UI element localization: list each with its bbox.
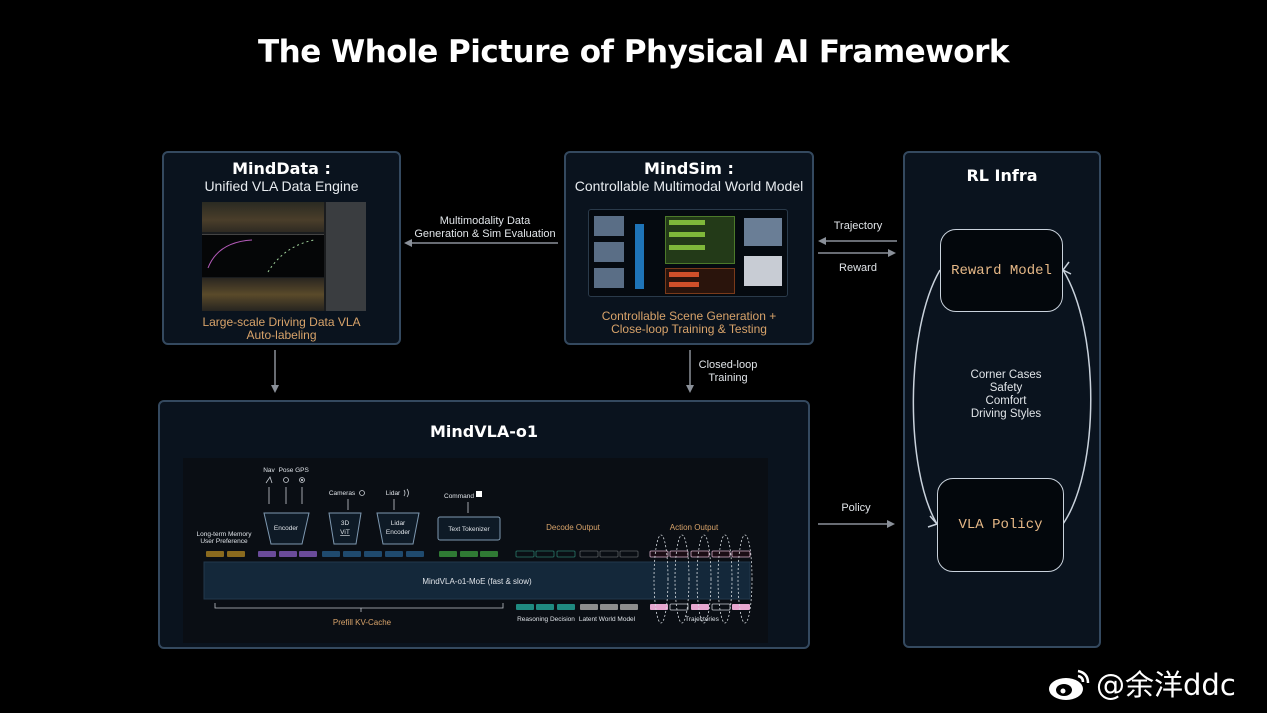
svg-text:User Preference: User Preference (200, 538, 248, 545)
weibo-watermark: @余洋ddc (1046, 663, 1236, 703)
trajectory-label: Trajectory (833, 220, 883, 232)
mindsim-caption: Controllable Scene Generation + Close-lo… (601, 309, 777, 336)
command-icon (476, 491, 482, 497)
action-grouping-ellipse (737, 534, 753, 624)
decode-output-label: Decode Output (546, 523, 601, 532)
action-grouping-ellipse (674, 534, 690, 624)
action-grouping-ellipse (653, 534, 669, 624)
decode-token (556, 550, 576, 558)
text-tokenizer-block (437, 516, 501, 541)
svg-text:Encoder: Encoder (274, 525, 299, 532)
moe-block (203, 561, 751, 600)
pose-label: Pose (279, 467, 294, 474)
vit-block (328, 512, 362, 545)
memory-token (206, 551, 224, 557)
decode-token (515, 550, 535, 558)
weibo-logo-icon (1049, 669, 1090, 700)
trajectory-token (669, 603, 689, 611)
reasoning-label: Reasoning Decision (517, 616, 575, 623)
minddata-caption: Large-scale Driving Data VLA Auto-labeli… (202, 315, 361, 342)
svg-text:3D: 3D (341, 520, 350, 527)
action-grouping-ellipse (696, 534, 712, 624)
memory-token (227, 551, 245, 557)
mindsim-subtitle: Controllable Multimodal World Model (574, 178, 804, 194)
vision-token (322, 551, 340, 557)
trajectory-token (650, 604, 668, 610)
moe-label: MindVLA-o1-MoE (fast & slow) (422, 577, 532, 586)
minddata-subtitle: Unified VLA Data Engine (204, 178, 359, 194)
world-model-diagram (588, 209, 788, 297)
command-label: Command (444, 493, 474, 500)
vision-token (406, 551, 424, 557)
vision-token (364, 551, 382, 557)
action-output-label: Action Output (670, 523, 719, 532)
multimodality-label: Multimodality Data Generation & Sim Eval… (414, 215, 556, 240)
action-grouping-ellipse (717, 534, 733, 624)
reward-model-node: Reward Model (940, 229, 1063, 312)
action-token (649, 550, 669, 558)
text-token (439, 551, 457, 557)
lidar-label: Lidar (386, 490, 401, 497)
latent-token (580, 604, 598, 610)
pose-icon (283, 477, 289, 483)
encoder-token (279, 551, 297, 557)
reward-label: Reward (839, 262, 877, 274)
trajectory-token (732, 604, 750, 610)
svg-text:ViT: ViT (340, 529, 350, 536)
closed-loop-label: Closed-loop Training (698, 359, 758, 384)
nav-label: Nav (263, 467, 275, 474)
vision-token (385, 551, 403, 557)
text-token (480, 551, 498, 557)
latent-token (600, 604, 618, 610)
vision-token (343, 551, 361, 557)
lidar-icon (403, 488, 409, 498)
decode-token (535, 550, 555, 558)
mindsim-title: MindSim : (644, 159, 734, 178)
rl-factors-list: Corner Cases Safety Comfort Driving Styl… (970, 369, 1042, 420)
minddata-title: MindData : (232, 159, 331, 178)
policy-label: Policy (841, 502, 871, 514)
minddata-box: MindData : Unified VLA Data Engine Large… (162, 151, 401, 345)
reasoning-token (516, 604, 534, 610)
gps-icon (299, 477, 305, 483)
watermark-text: @余洋ddc (1096, 668, 1236, 702)
action-token (731, 550, 751, 558)
latent-token (620, 604, 638, 610)
trajectory-token (711, 603, 731, 611)
mindvla-title: MindVLA-o1 (430, 422, 538, 441)
gps-label: GPS (295, 467, 309, 474)
text-token (460, 551, 478, 557)
decode-token (599, 550, 619, 558)
trajectories-label: Trajectories (685, 616, 719, 623)
mindsim-box: MindSim : Controllable Multimodal World … (564, 151, 814, 345)
reasoning-token (557, 604, 575, 610)
latent-label: Latent World Model (579, 616, 636, 623)
encoder-token (299, 551, 317, 557)
action-token (690, 550, 710, 558)
rl-infra-title: RL Infra (966, 166, 1038, 185)
page-title: The Whole Picture of Physical AI Framewo… (257, 34, 1010, 70)
nav-icon (265, 476, 273, 484)
cameras-label: Cameras (329, 490, 356, 497)
svg-text:Text Tokenizer: Text Tokenizer (448, 526, 490, 533)
camera-icon (359, 490, 365, 496)
lidar-encoder-block (376, 512, 420, 545)
vla-policy-node: VLA Policy (937, 478, 1064, 572)
trajectory-token (691, 604, 709, 610)
encoder-block (263, 512, 310, 545)
decode-token (619, 550, 639, 558)
action-token (711, 550, 731, 558)
autolabel-image (202, 202, 366, 311)
encoder-token (258, 551, 276, 557)
decode-token (579, 550, 599, 558)
prefill-label: Prefill KV-Cache (333, 618, 392, 627)
svg-text:Lidar: Lidar (391, 520, 406, 527)
prefill-brace (214, 603, 504, 612)
svg-text:Encoder: Encoder (386, 529, 411, 536)
action-token (669, 550, 689, 558)
memory-label: Long-term Memory (197, 531, 253, 538)
reasoning-token (536, 604, 554, 610)
